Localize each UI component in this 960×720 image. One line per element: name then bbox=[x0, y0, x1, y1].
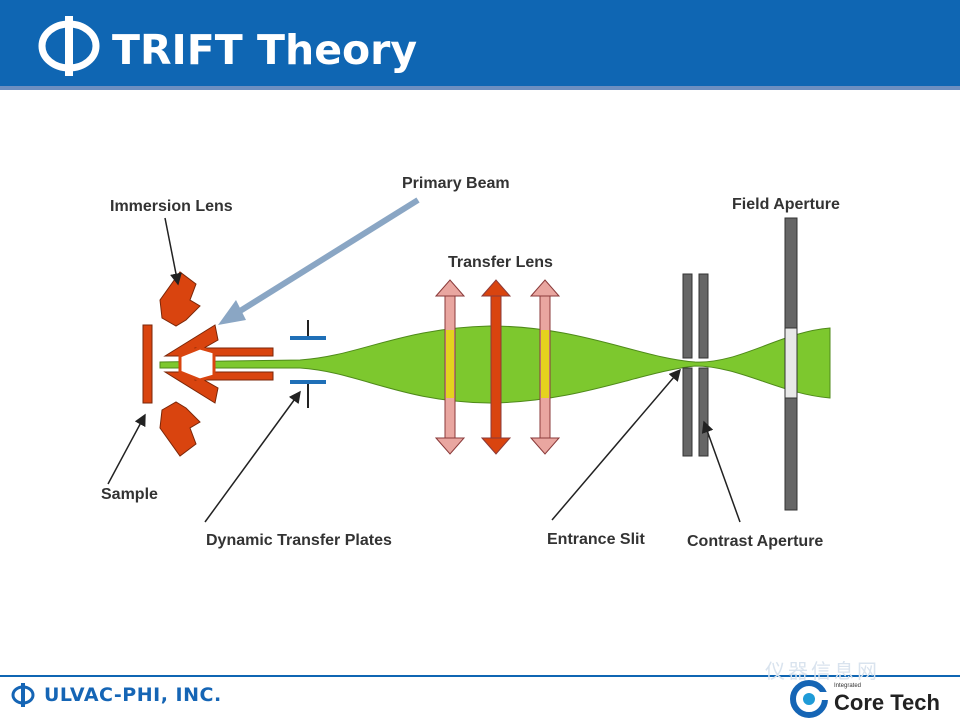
coretech-icon bbox=[790, 680, 830, 718]
label-sample: Sample bbox=[101, 486, 158, 503]
footer-rule bbox=[0, 675, 960, 677]
transfer-lens bbox=[434, 279, 561, 455]
header-rule bbox=[0, 86, 960, 90]
phi-small-icon bbox=[11, 683, 35, 707]
coretech-subtitle: Integrated bbox=[834, 683, 862, 689]
page-title: TRIFT Theory bbox=[112, 26, 418, 74]
dynamic-transfer-plates bbox=[290, 320, 326, 408]
coretech-logo: Integrated Core Tech bbox=[790, 680, 955, 718]
header-bar bbox=[0, 0, 960, 86]
field-aperture bbox=[784, 217, 798, 511]
label-entrance-slit: Entrance Slit bbox=[547, 531, 645, 548]
sample bbox=[142, 324, 153, 404]
ulvac-phi-logo: ULVAC-PHI, INC. bbox=[10, 682, 222, 708]
watermark: 仪器信息网 bbox=[765, 661, 880, 683]
label-dynamic-transfer-plates: Dynamic Transfer Plates bbox=[206, 532, 392, 549]
phi-logo-icon bbox=[38, 16, 100, 76]
leader-lines bbox=[107, 217, 741, 523]
label-contrast-aperture: Contrast Aperture bbox=[687, 533, 823, 550]
label-transfer-lens: Transfer Lens bbox=[448, 254, 553, 271]
label-immersion-lens: Immersion Lens bbox=[110, 198, 233, 215]
label-field-aperture: Field Aperture bbox=[732, 196, 840, 213]
coretech-name: Core Tech bbox=[834, 690, 940, 715]
immersion-lens bbox=[159, 271, 274, 457]
company-name: ULVAC-PHI, INC. bbox=[44, 684, 222, 706]
label-primary-beam: Primary Beam bbox=[402, 175, 510, 192]
primary-beam-arrow bbox=[218, 197, 420, 325]
slit-apertures bbox=[682, 273, 709, 457]
